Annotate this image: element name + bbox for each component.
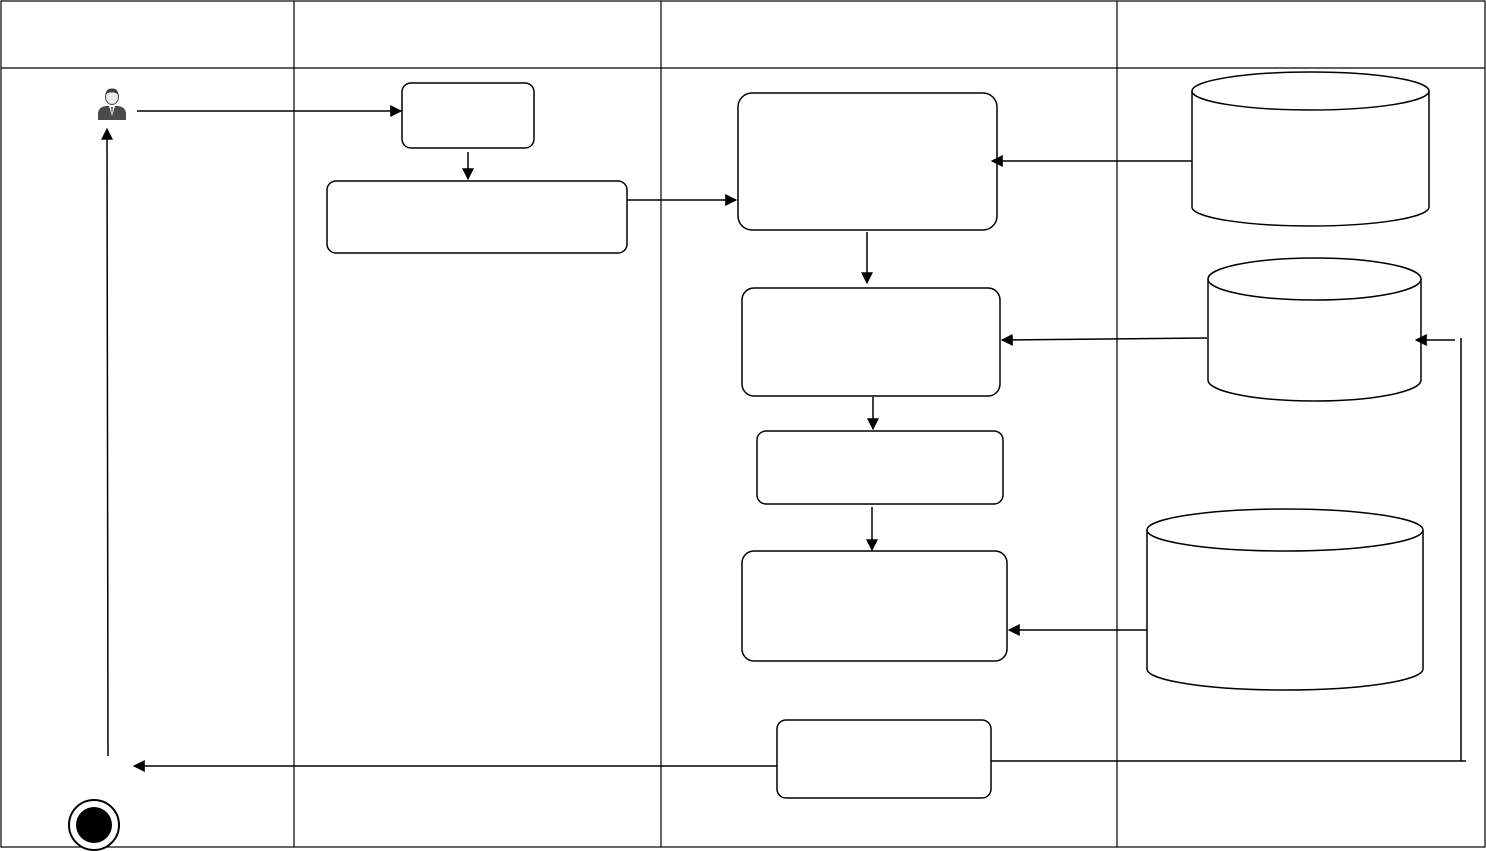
end-node-icon — [68, 799, 120, 851]
arrow-dbmiddle-to-second — [1000, 333, 1208, 346]
fourth-process-activity[interactable] — [741, 550, 1008, 662]
user-avatar-icon — [96, 86, 128, 120]
database-middle[interactable] — [1207, 257, 1422, 402]
database-top[interactable] — [1191, 71, 1430, 227]
database-bottom[interactable] — [1146, 508, 1424, 691]
main-process-activity[interactable] — [737, 92, 998, 231]
third-process-activity[interactable] — [756, 430, 1004, 505]
input-data-activity[interactable] — [326, 180, 628, 254]
arrow-return-to-actor — [101, 127, 114, 757]
second-process-activity[interactable] — [741, 287, 1001, 397]
login-activity[interactable] — [401, 82, 535, 149]
output-result-activity[interactable] — [776, 719, 992, 799]
